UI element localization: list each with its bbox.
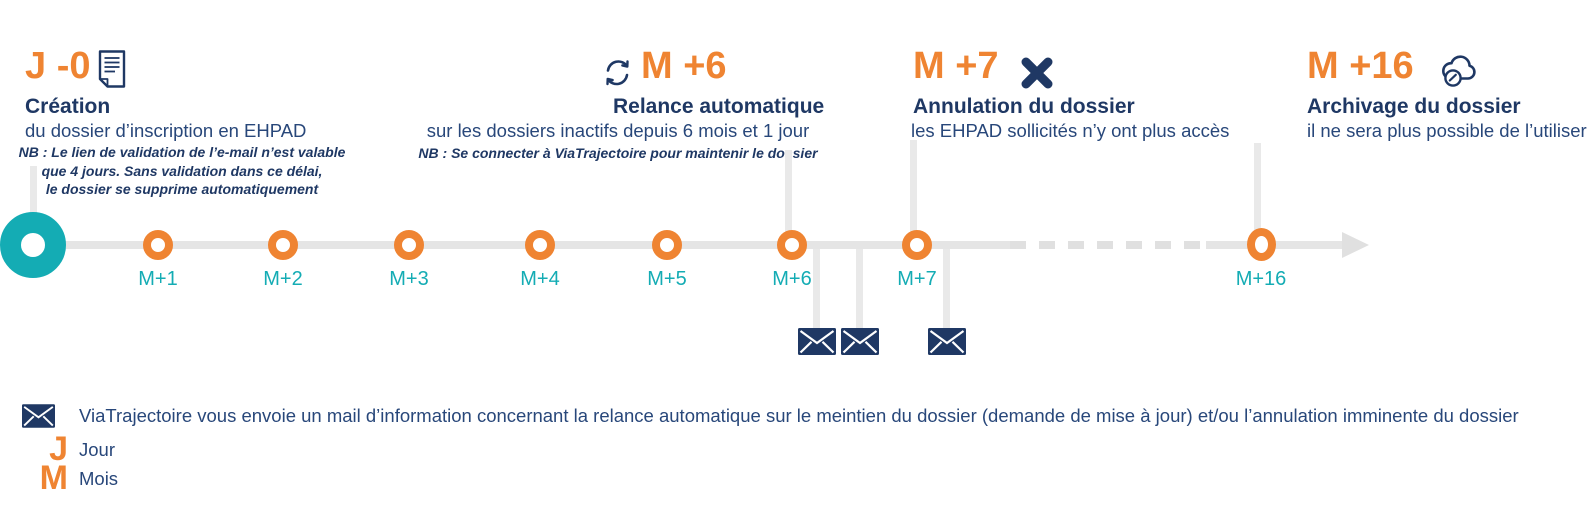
- legend-j-symbol: J: [49, 430, 68, 468]
- milestone-j0-header: J -0: [25, 45, 91, 87]
- marker-m6: [777, 230, 807, 260]
- legend-m-symbol: M: [39, 459, 68, 497]
- timeline-line-dashed: [1010, 241, 1206, 249]
- tick-label-m6: M+6: [772, 268, 812, 290]
- milestone-j0-subtitle: du dossier d’inscription en EHPAD: [25, 120, 307, 141]
- milestone-m6-subtitle: sur les dossiers inactifs depuis 6 mois …: [426, 120, 810, 141]
- tick-label-m4: M+4: [520, 268, 560, 290]
- start-marker: [0, 212, 66, 278]
- cloud-archive-icon: [1436, 51, 1480, 89]
- milestone-m16-subtitle: il ne sera plus possible de l’utiliser: [1307, 120, 1587, 141]
- tick-label-m7: M+7: [897, 268, 937, 290]
- tick-label-m3: M+3: [389, 268, 429, 290]
- marker-m7: [902, 230, 932, 260]
- marker-m2: [268, 230, 298, 260]
- mail-icon: [841, 328, 879, 355]
- milestone-m16-header: M +16: [1307, 45, 1414, 87]
- tick-label-m1: M+1: [138, 268, 178, 290]
- mail-icon: [798, 328, 836, 355]
- cancel-x-icon: [1020, 56, 1054, 90]
- marker-m3: [394, 230, 424, 260]
- milestone-m16-title: Archivage du dossier: [1307, 95, 1521, 118]
- tick-label-m2: M+2: [263, 268, 303, 290]
- legend-j-label: Jour: [79, 439, 115, 460]
- milestone-m7-title: Annulation du dossier: [913, 95, 1135, 118]
- connector-mail-1: [813, 249, 820, 329]
- connector-m16: [1254, 143, 1261, 242]
- note-line: le dossier se supprime automatiquement: [45, 181, 319, 197]
- legend-m-label: Mois: [79, 468, 119, 489]
- marker-m5: [652, 230, 682, 260]
- legend-mail-icon: [22, 404, 55, 428]
- mail-icon: [928, 328, 966, 355]
- tick-label-m16: M+16: [1235, 268, 1287, 290]
- milestone-j0-note: NB : Le lien de validation de l’e-mail n…: [12, 143, 352, 199]
- note-line: que 4 jours. Sans validation dans ce dél…: [41, 162, 323, 179]
- tick-label-m5: M+5: [647, 268, 687, 290]
- milestone-m7-header: M +7: [913, 45, 999, 87]
- connector-j0: [30, 166, 37, 214]
- milestone-m6-note: NB : Se connecter à ViaTrajectoire pour …: [418, 145, 818, 161]
- document-icon: [97, 50, 127, 88]
- connector-m7: [910, 140, 917, 242]
- marker-m4: [525, 230, 555, 260]
- timeline-line-solid: [33, 241, 1010, 249]
- legend-mail-text: ViaTrajectoire vous envoie un mail d’inf…: [79, 405, 1519, 426]
- connector-mail-2: [856, 249, 863, 329]
- marker-m16: [1247, 228, 1276, 261]
- milestone-m6-header: M +6: [641, 45, 727, 87]
- milestone-m6-title: Relance automatique: [613, 95, 825, 118]
- connector-m6: [785, 150, 792, 242]
- refresh-icon: [601, 56, 634, 89]
- note-line: NB : Le lien de validation de l’e-mail n…: [18, 144, 346, 160]
- milestone-j0-title: Création: [25, 95, 111, 118]
- timeline-arrowhead: [1342, 232, 1369, 258]
- marker-m1: [143, 230, 173, 260]
- milestone-m7-subtitle: les EHPAD sollicités n’y ont plus accès: [911, 120, 1230, 141]
- connector-mail-3: [943, 249, 950, 329]
